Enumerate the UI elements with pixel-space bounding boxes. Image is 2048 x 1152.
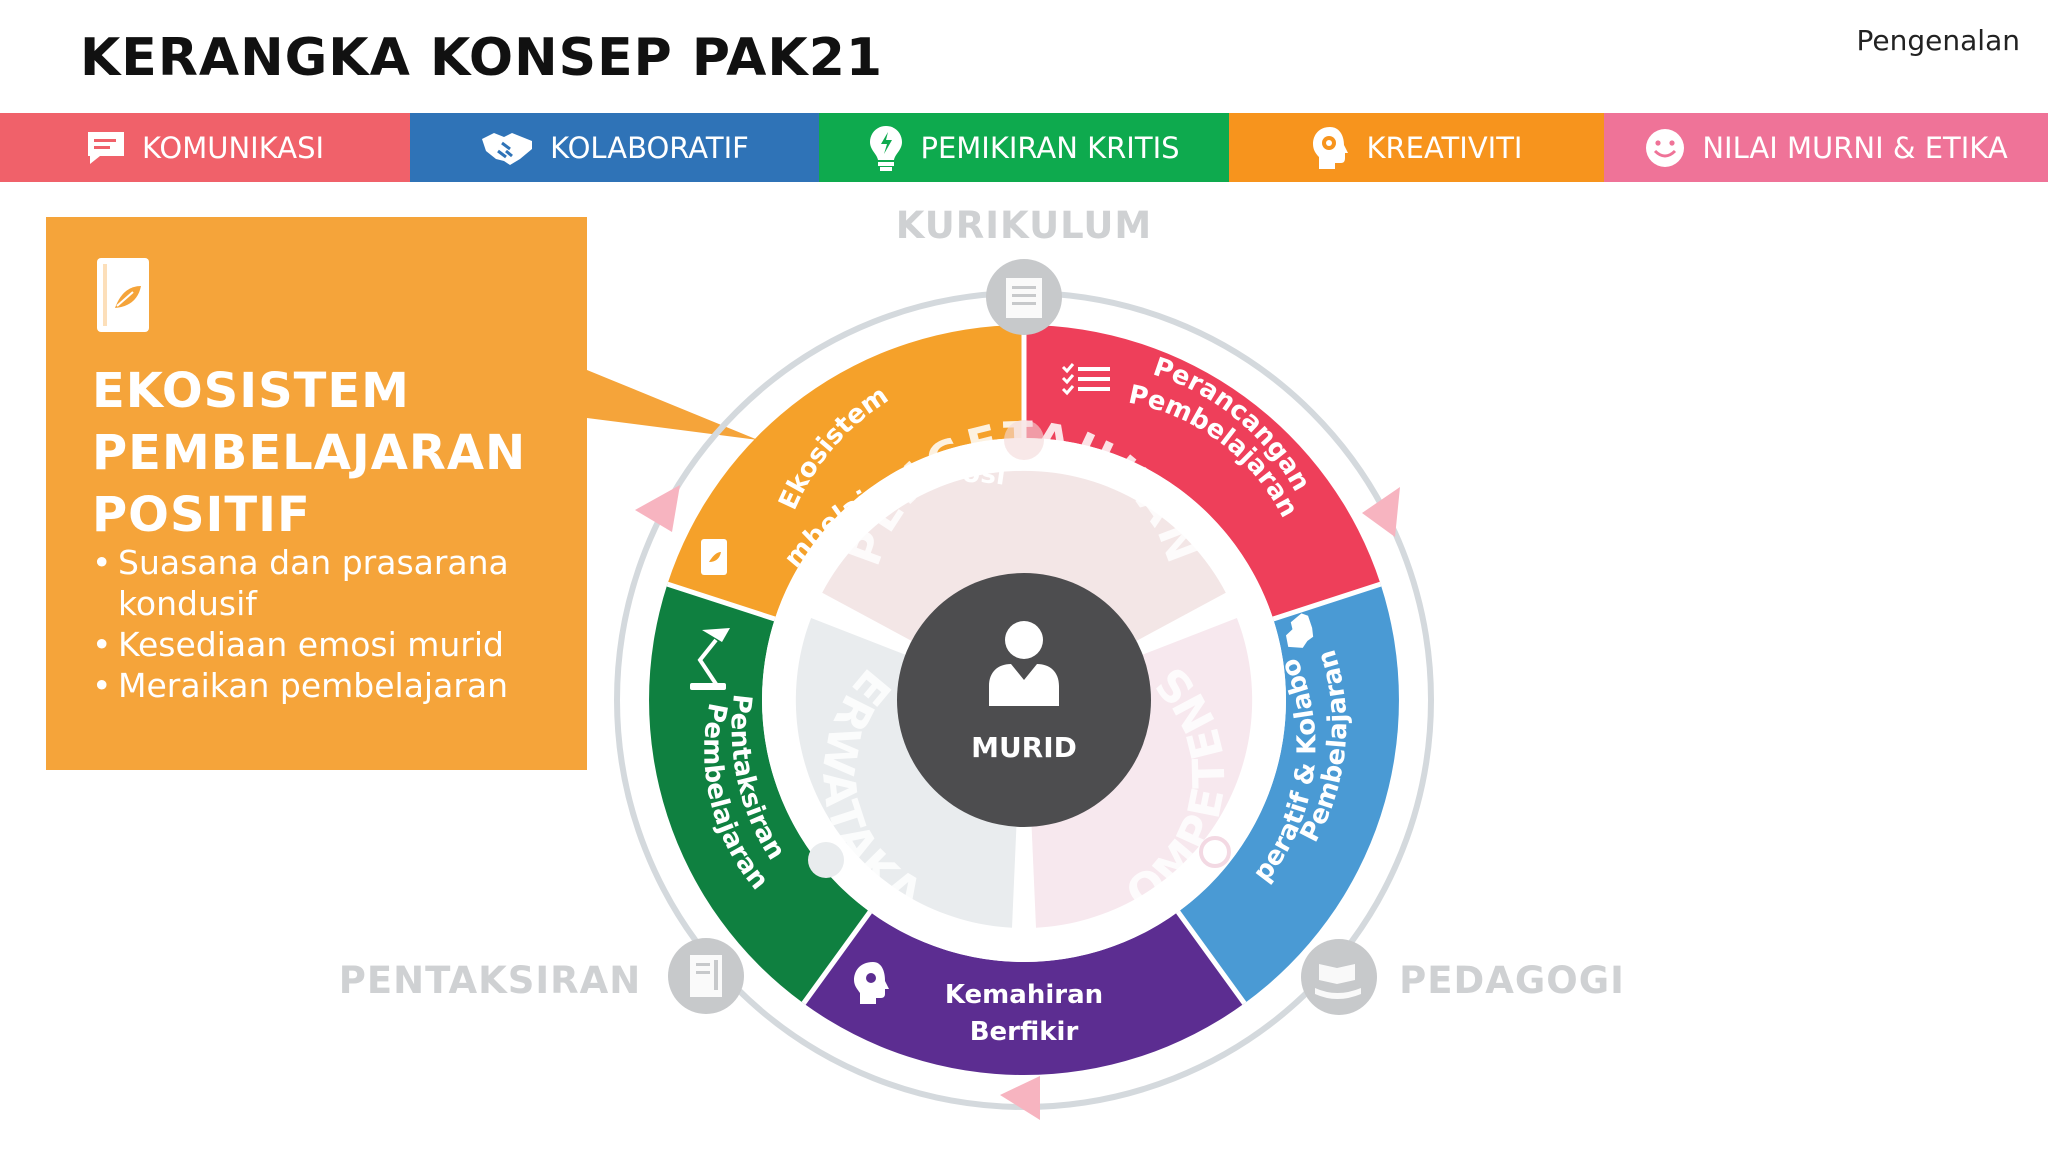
competency-bar: KOMUNIKASI KOLABORATIF PEMIKIRAN KRITIS … <box>0 113 2048 182</box>
chat-icon <box>87 131 124 164</box>
cycle-arrow-bottom <box>1000 1076 1040 1120</box>
tab-label: KOLABORATIF <box>550 130 749 165</box>
cycle-arrow-left <box>635 485 680 532</box>
pentaksiran-node <box>668 938 744 1014</box>
outer-label-pentaksiran: PENTAKSIRAN <box>339 959 642 1002</box>
notebook-icon <box>690 955 722 997</box>
cycle-arrow-right <box>1362 487 1400 537</box>
segment-label-kemahiran-2: Berfikir <box>970 1017 1079 1047</box>
outer-label-pedagogi: PEDAGOGI <box>1399 959 1625 1002</box>
tab-komunikasi[interactable]: KOMUNIKASI <box>0 113 410 182</box>
callout-title-line: EKOSISTEM <box>92 363 410 419</box>
segment-label-kemahiran-1: Kemahiran <box>945 980 1103 1010</box>
person-icon <box>989 621 1059 706</box>
inner-sector-perwatakan <box>795 618 1017 928</box>
tab-label: PEMIKIRAN KRITIS <box>920 130 1180 165</box>
head-gear-small-icon <box>854 962 889 1004</box>
gear-watermark-icon <box>1199 836 1231 868</box>
segment-perancangan <box>1024 325 1381 619</box>
tab-pemikiran-kritis[interactable]: PEMIKIRAN KRITIS <box>819 113 1229 182</box>
tab-label: NILAI MURNI & ETIKA <box>1702 130 2008 165</box>
bulb-watermark-icon <box>1004 420 1044 460</box>
page-title: KERANGKA KONSEP PAK21 <box>80 28 884 88</box>
segment-kooperatif <box>1178 584 1399 1004</box>
document-icon <box>1006 278 1042 318</box>
handshake-icon <box>482 132 533 165</box>
callout-bullets: Suasana dan prasarana kondusif Kesediaan… <box>92 542 572 706</box>
callout-bullet: Kesediaan emosi murid <box>92 624 572 665</box>
tab-kreativiti[interactable]: KREATIVITI <box>1229 113 1604 182</box>
callout-pointer <box>587 370 758 440</box>
section-label: Pengenalan <box>1856 24 2020 57</box>
pedagogi-node <box>1301 939 1377 1015</box>
inner-sector-pengetahuan <box>822 470 1226 646</box>
book-hand-icon <box>1315 964 1361 999</box>
book-leaf-icon <box>97 258 149 332</box>
callout-bullet: Suasana dan prasarana kondusif <box>92 542 572 624</box>
segment-kemahiran <box>803 911 1245 1076</box>
handshake-small-icon <box>1285 613 1314 648</box>
callout-bullet: Meraikan pembelajaran <box>92 665 572 706</box>
outer-label-kurikulum: KURIKULUM <box>896 204 1153 247</box>
callout-title: EKOSISTEM PEMBELAJARAN POSITIF <box>92 360 552 546</box>
tab-label: KOMUNIKASI <box>141 130 325 165</box>
heart-watermark-icon <box>808 842 844 878</box>
segment-separators <box>666 325 1382 1005</box>
kurikulum-node <box>986 259 1062 335</box>
callout-title-line: PEMBELAJARAN <box>92 425 527 481</box>
head-gear-icon <box>1313 126 1349 169</box>
tab-nilai-murni-etika[interactable]: NILAI MURNI & ETIKA <box>1604 113 2048 182</box>
checklist-icon <box>1061 363 1110 396</box>
inner-sector-kompetensi <box>1031 618 1253 928</box>
center-label: MURID <box>971 731 1077 764</box>
callout-title-line: POSITIF <box>92 487 311 543</box>
book-leaf-small-icon <box>701 539 727 575</box>
segment-ekosistem <box>667 325 1024 619</box>
lightbulb-icon <box>870 125 903 171</box>
lamp-icon <box>690 628 730 690</box>
tab-kolaboratif[interactable]: KOLABORATIF <box>410 113 819 182</box>
tab-label: KREATIVITI <box>1366 130 1523 165</box>
smile-icon <box>1646 128 1685 167</box>
